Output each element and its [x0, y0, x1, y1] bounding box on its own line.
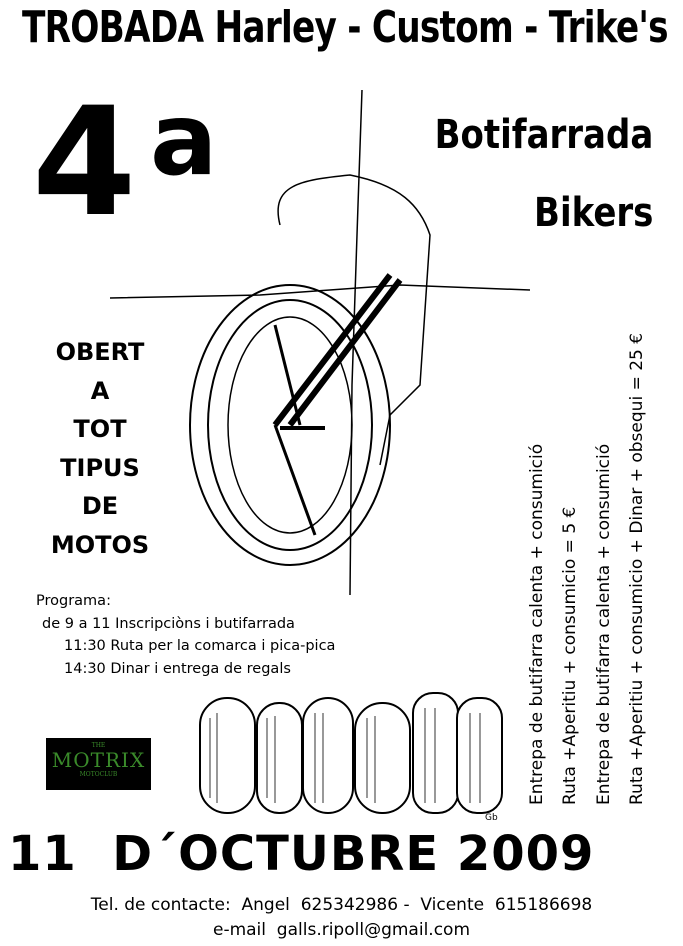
price-line: Ruta +Aperitiu + consumicio + Dinar + ob…	[627, 332, 647, 805]
price-line: Entrepa de butifarra calenta + consumici…	[594, 443, 614, 805]
program-item: 11:30 Ruta per la comarca i pica-pica	[64, 638, 336, 654]
logo-bottom: MOTOCLUB	[79, 771, 118, 778]
contact-info: Tel. de contacte: Angel 625342986 - Vice…	[0, 893, 683, 943]
subtitle-line-1: Botifarrada	[434, 112, 653, 158]
program-item: 14:30 Dinar i entrega de regals	[64, 660, 291, 677]
edition-number: 4	[32, 76, 137, 250]
contact-phone: Tel. de contacte: Angel 625342986 - Vice…	[90, 895, 593, 915]
price-line: Entrepa de butifarra calenta + consumici…	[527, 443, 547, 805]
signature: Gb	[485, 813, 498, 823]
logo-top: THE	[91, 742, 106, 749]
open-line: OBERT	[55, 338, 145, 366]
program: Programa: de 9 a 11 Inscripciòns i butif…	[36, 590, 335, 680]
open-line: TIPUS	[60, 453, 140, 482]
open-line: MOTOS	[50, 530, 150, 559]
open-line: A	[90, 376, 110, 405]
program-item: de 9 a 11 Inscripciòns i butifarrada	[42, 615, 295, 632]
poster-title: TROBADA Harley - Custom - Trike's	[22, 2, 669, 53]
edition-ordinal: a	[150, 81, 218, 198]
event-date: 11 D´OCTUBRE 2009	[8, 826, 595, 882]
motrix-motoclub-logo: THE MOTRIX MOTOCLUB	[46, 738, 151, 790]
open-to-list: OBERT A TOT TIPUS DE MOTOS	[40, 333, 160, 564]
logo-name: MOTRIX	[51, 748, 146, 772]
subtitle-line-2: Bikers	[533, 190, 653, 236]
contact-email[interactable]: e-mail galls.ripoll@gmail.com	[212, 920, 471, 940]
motorcycle-wheel-illustration	[109, 89, 531, 596]
program-heading: Programa:	[36, 593, 111, 609]
ripoll-tire-lettering: Gb	[199, 692, 503, 823]
price-line: Ruta +Aperitiu + consumicio = 5 €	[560, 506, 580, 805]
open-line: TOT	[73, 415, 127, 443]
open-line: DE	[81, 492, 119, 520]
